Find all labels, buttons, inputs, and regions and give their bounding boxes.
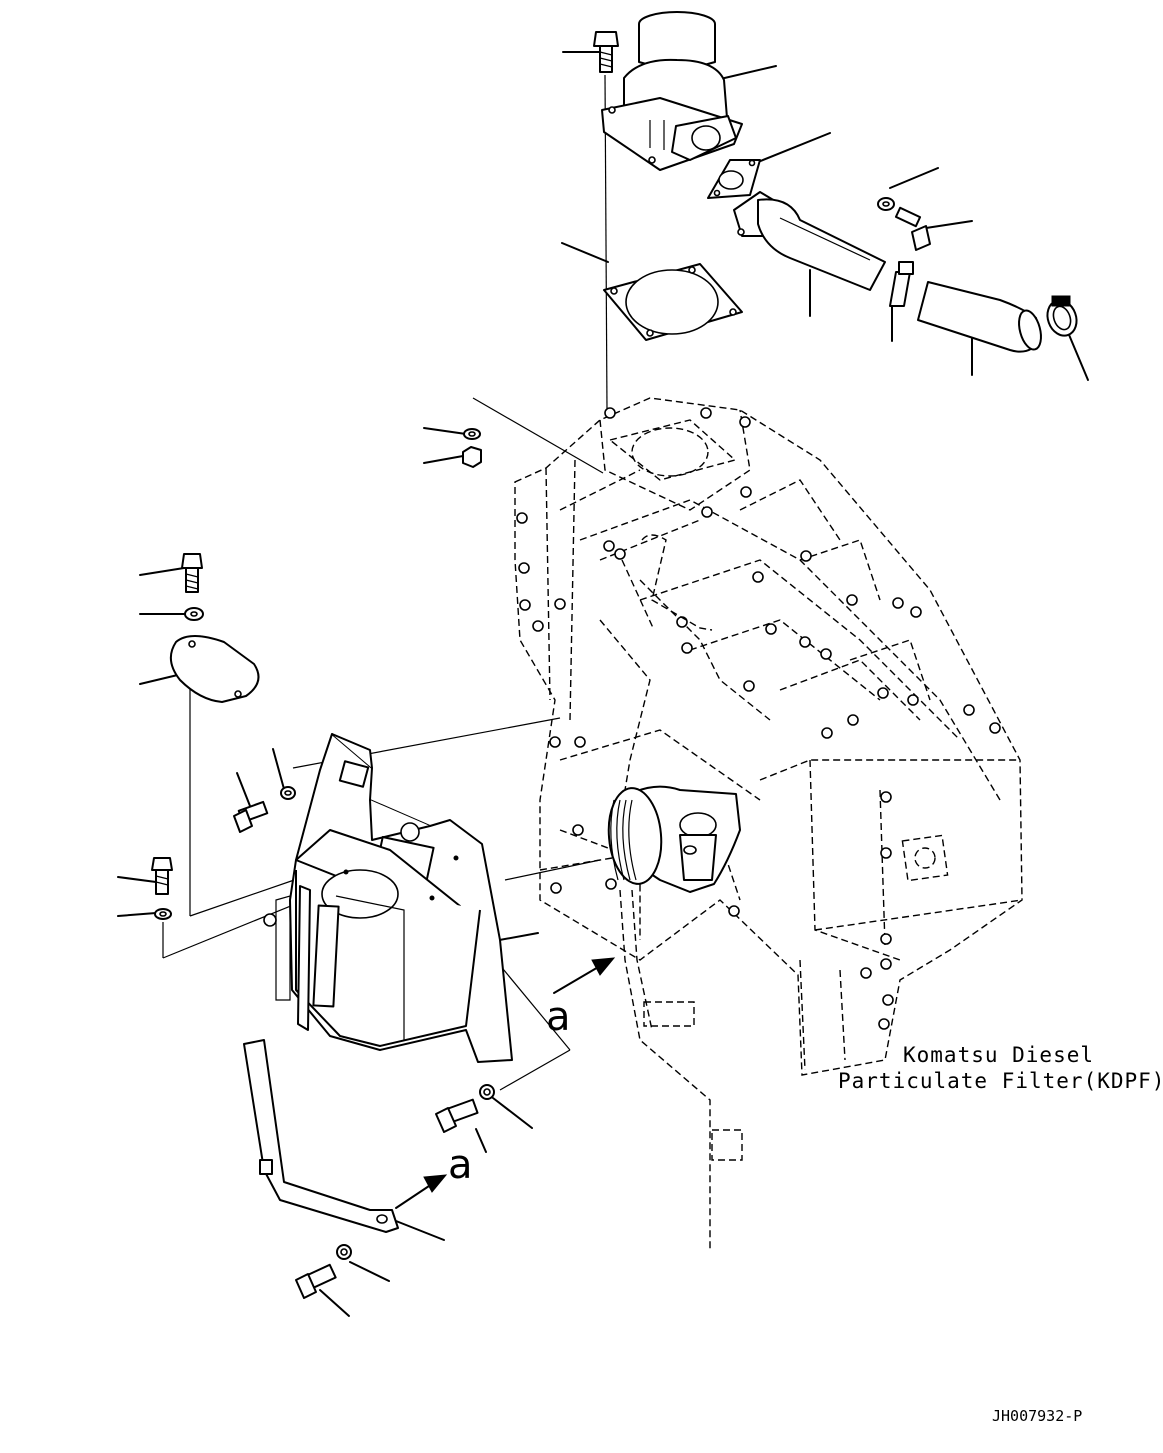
hose-clamp-icon — [1046, 295, 1078, 337]
drawing-code: JH007932-P — [992, 1407, 1082, 1425]
bolt-right-icon — [894, 206, 931, 251]
cover-plate-assembly — [169, 553, 260, 703]
exhaust-elbow-assembly — [593, 11, 1078, 353]
bolt-shield-left-icon — [233, 800, 269, 833]
support-bracket-icon — [243, 1039, 399, 1233]
view-arrow-a-lower: a — [395, 1142, 473, 1209]
coupler-icon — [889, 261, 914, 307]
exhaust-elbow-icon — [601, 11, 743, 171]
view-arrow-a-upper: a — [546, 957, 616, 1040]
cover-plate-icon — [169, 635, 260, 703]
bolt-mid-left-icon — [151, 857, 173, 895]
bolt-lower-right-icon — [435, 1098, 479, 1133]
bolt-left-top-icon — [181, 553, 203, 593]
exhaust-pipe-icon — [733, 191, 886, 291]
svg-text:Particulate Filter(KDPF): Particulate Filter(KDPF) — [838, 1069, 1163, 1093]
gasket-large-icon — [603, 263, 743, 341]
svg-text:a: a — [546, 994, 571, 1040]
heat-shield-assembly — [151, 733, 513, 1299]
leader-lines — [117, 51, 1089, 1317]
svg-text:Komatsu Diesel: Komatsu Diesel — [903, 1043, 1094, 1067]
flex-pipe-icon — [917, 281, 1042, 353]
kdpf-unit — [514, 397, 1023, 1250]
svg-text:a: a — [448, 1142, 473, 1188]
heat-shield-icon — [263, 733, 513, 1063]
gasket-small-icon — [707, 159, 761, 199]
nut-washer-set — [462, 428, 482, 468]
bolt-bottom-icon — [295, 1263, 337, 1299]
bolt-top-icon — [593, 31, 619, 73]
kdpf-label: Komatsu Diesel Particulate Filter(KDPF) — [838, 1043, 1163, 1093]
kdpf-outlet-icon — [607, 785, 741, 893]
